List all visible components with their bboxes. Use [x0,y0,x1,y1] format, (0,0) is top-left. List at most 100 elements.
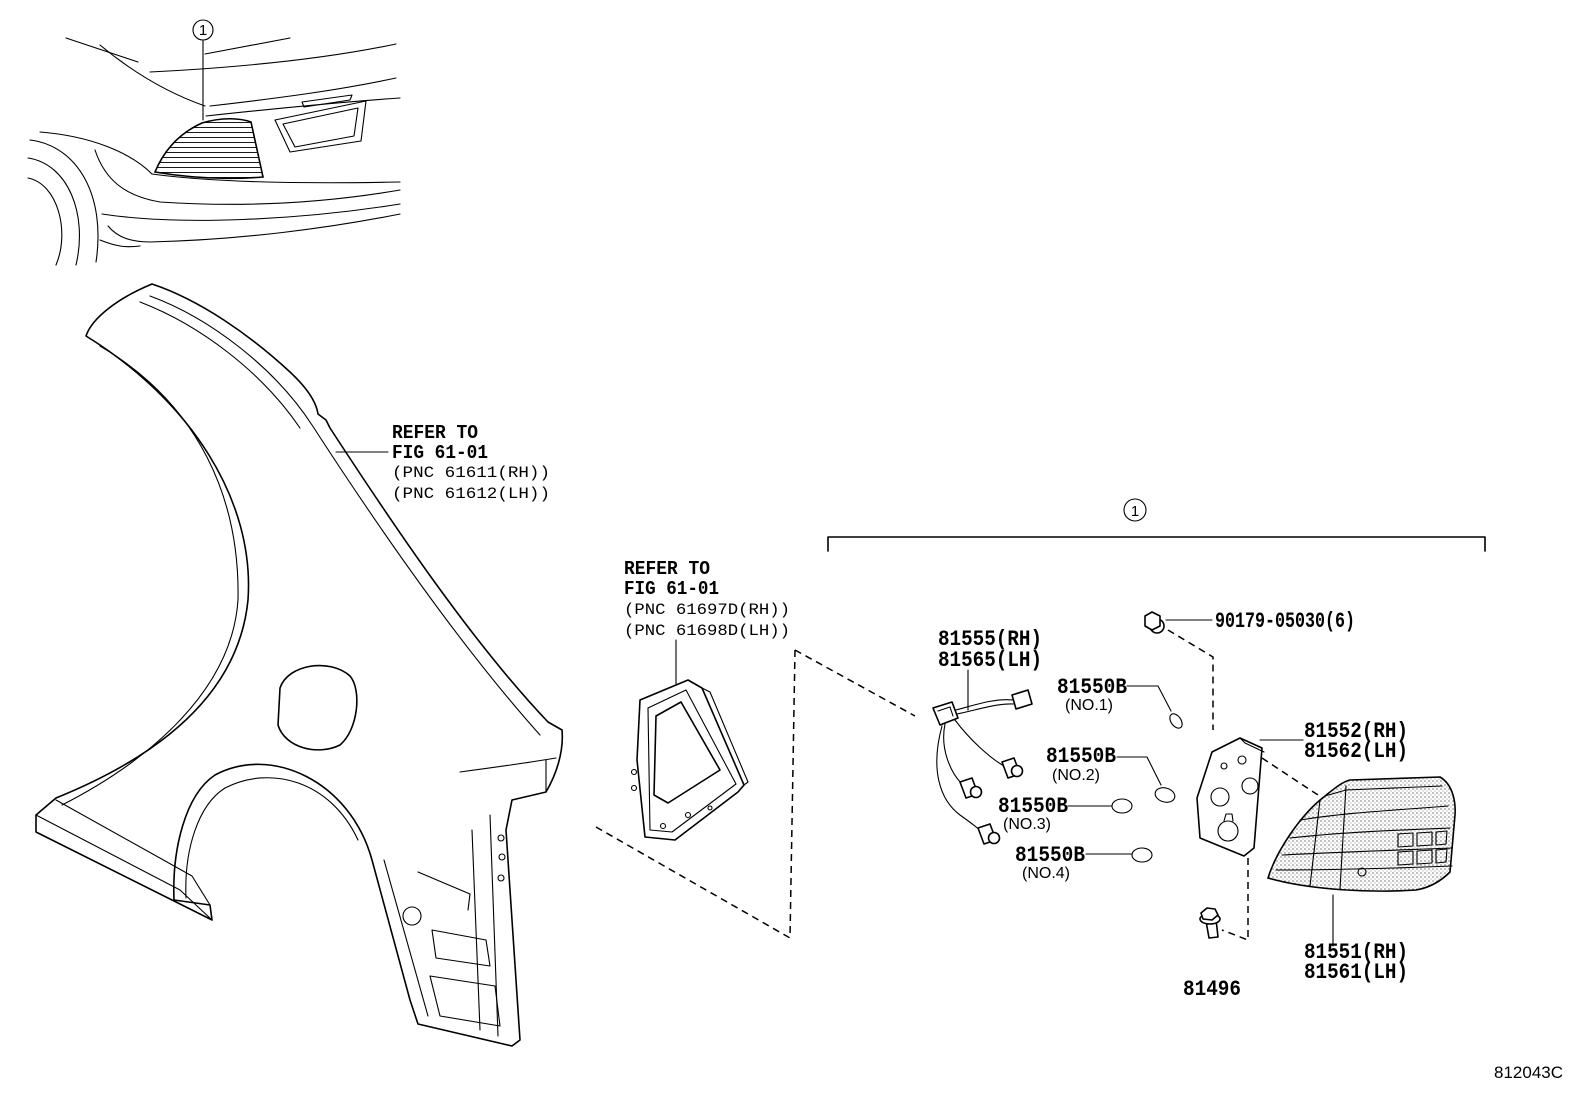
extension-hole-5 [707,805,713,811]
bulb-no2-glass [1154,787,1176,803]
bulb-no2: 81550B (NO.2) [1046,744,1176,803]
wheelhouse-bracket [417,871,471,911]
lamp-gasket-bolt-hole-1 [1237,755,1247,765]
guide-line-screw [1221,858,1249,942]
inset-tail-lamp [153,117,264,180]
guide-line-upper [794,649,916,717]
bulb-no2-position: (NO.2) [1052,767,1100,784]
bulb-no1-position: (NO.1) [1065,697,1113,714]
inset-callout-number: 1 [199,22,207,39]
wheelhouse-hole [402,906,422,926]
bulb-socket-b-head [969,785,983,799]
bulb-no1-leader [1126,685,1172,712]
rear-flange-hole-2 [498,853,506,861]
inset-c-pillar-line [65,37,139,63]
lamp-screw: 81496 [1183,907,1241,1002]
inset-wheel-tire [27,177,63,266]
bulb-no2-leader [1116,756,1162,786]
inset-body-side-line [39,131,401,184]
lamp-gasket-part-number-lh[interactable]: 81562(LH) [1304,739,1408,764]
lamp-lens-part-number-lh[interactable]: 81561(LH) [1304,960,1408,985]
harness-connector-main-detail [937,706,954,717]
extension-pnc-lh: (PNC 61698D(LH)) [624,622,790,640]
guide-line-lower [595,826,791,939]
extension-refer-to: REFER TO [624,558,710,580]
quarter-panel-figure[interactable]: FIG 61-01 [392,442,488,464]
harness-connector-main [932,701,959,726]
extension-figure[interactable]: FIG 61-01 [624,578,719,600]
extension-hole-3 [659,822,667,830]
inset-license-plate-inner [282,107,359,148]
bulb-socket-c-head [987,831,1001,845]
wheelhouse-rear-line [489,814,499,1037]
inset-trunk-lid-line [209,77,397,107]
quarter-panel-wheel-arch-flange [185,777,359,899]
lamp-gasket-hole-1 [1210,787,1230,807]
lamp-gasket-hole-3 [1217,820,1239,842]
lamp-bolt-head [1144,611,1161,631]
harness-wire-aux-1 [955,699,1014,711]
quarter-panel-roof-flange-inner [139,301,301,429]
rear-flange-hole-1 [497,834,505,842]
lamp-gasket-part-number-rh[interactable]: 81552(RH) [1304,719,1408,744]
bulb-socket-a-head [1010,764,1024,778]
inset-vehicle-view: 1 [27,19,401,266]
lamp-lens-divider-2 [1339,785,1347,890]
quarter-panel-sill-top [55,799,211,906]
quarter-panel-door-flange [61,345,239,806]
assembly-bracket-line [827,536,1486,552]
assembly-callout-number: 1 [1131,503,1139,520]
bulb-no1-part-number[interactable]: 81550B [1057,675,1127,700]
extension-hole-2 [630,784,638,792]
lamp-lens-band-4 [1275,865,1453,871]
lamp-gasket-hole-3-tab [1223,813,1234,822]
inset-wheel-arch-inner [27,157,80,266]
inset-trunk-rear-line [205,97,401,117]
bulb-no2-part-number[interactable]: 81550B [1046,744,1116,769]
lamp-lens-divider-1 [1309,799,1321,887]
assembly-callout-circle [1123,498,1147,522]
wheelhouse-reinforcement-line [471,829,481,1031]
extension-thickness [701,687,749,786]
lamp-screw-part-number[interactable]: 81496 [1183,977,1241,1002]
inset-wheel-arch-outer [29,139,99,263]
bulb-no1: 81550B (NO.1) [1057,675,1183,729]
quarter-panel-refer-to: REFER TO [392,422,478,444]
extension-hole-4 [684,811,692,819]
harness-wire-socket-c [936,725,981,831]
lamp-lens-band-2 [1289,827,1451,839]
bulb-no3-part-number[interactable]: 81550B [998,794,1068,819]
harness-wire-socket-b [943,723,963,785]
harness-wire-socket-a [954,719,1005,767]
lamp-lens-band-1 [1299,805,1449,821]
harness-part-number-rh[interactable]: 81555(RH) [938,627,1042,652]
harness-connector-aux [1011,689,1033,710]
quarter-panel-extension [630,679,749,841]
guide-line-vertical [789,649,796,939]
lamp-lens-band-3 [1281,847,1453,856]
wheelhouse-panel-upper [431,929,491,967]
harness-part-number-lh[interactable]: 81565(LH) [938,648,1042,673]
lamp-gasket-edge [1239,737,1265,753]
harness-wire-aux-2 [956,703,1015,715]
quarter-panel-reference: REFER TO FIG 61-01 (PNC 61611(RH)) (PNC … [335,422,550,503]
wheelhouse-panel-lower [429,975,501,1027]
assembly-bracket: 1 [827,498,1486,552]
bulb-no3: 81550B (NO.3) [998,794,1133,833]
lamp-gasket-bolt-hole-2 [1220,762,1228,770]
wheelhouse-inner-edge [383,859,429,1017]
lamp-screw-head [1200,907,1219,921]
lamp-lens-outline [1266,776,1456,892]
inset-lower-body-line [99,239,141,248]
lamp-bolt-part-number[interactable]: 90179-05030(6) [1215,609,1355,634]
rear-flange-hole-3 [497,874,505,882]
assembly-guide-lines [595,629,1319,942]
quarter-panel-rear-shoulder [459,757,557,773]
inset-license-plate-recess [274,100,367,153]
bulb-no4-part-number[interactable]: 81550B [1015,843,1085,868]
inset-bumper-top-line [94,149,401,205]
quarter-panel-sill-face [35,814,213,921]
extension-reference: REFER TO FIG 61-01 (PNC 61697D(RH)) (PNC… [624,558,790,685]
lamp-lens-part-number-rh[interactable]: 81551(RH) [1304,940,1408,965]
